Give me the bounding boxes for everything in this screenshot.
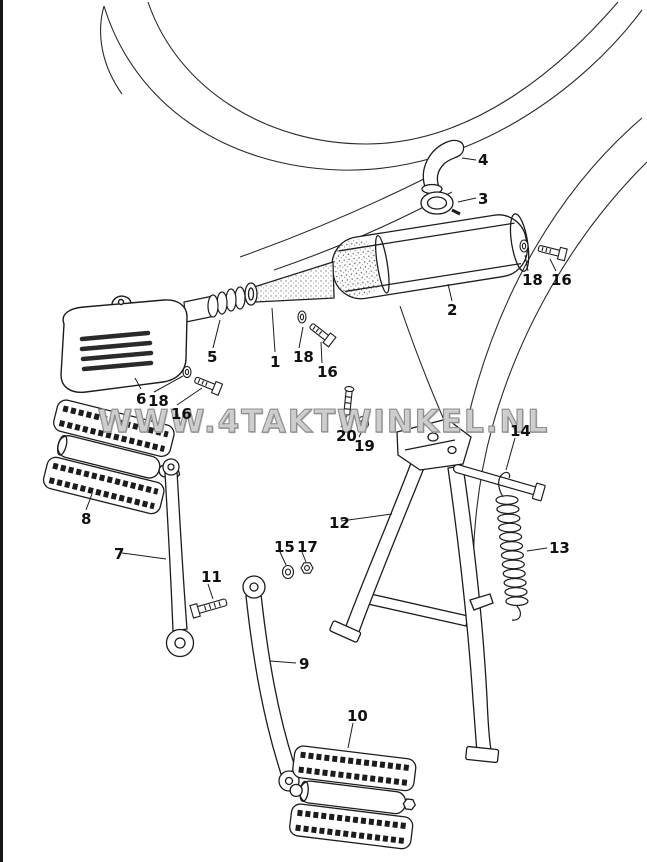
muffler: [331, 213, 530, 300]
callout-17: 17: [297, 538, 318, 556]
callout-19: 19: [354, 437, 375, 455]
stand-spring: [495, 471, 529, 621]
callout-16-shield: 16: [171, 405, 192, 423]
frame-outline: [100, 1, 647, 567]
watermark: WWW.4TAKTWINKEL.NL: [97, 403, 550, 440]
exhaust-tip: [421, 139, 465, 195]
scan-edge: [0, 0, 3, 862]
leader-lines: [85, 157, 557, 749]
exhaust-pipe: [244, 261, 335, 306]
callout-18-exhaust-right: 18: [522, 271, 543, 289]
callout-13: 13: [549, 539, 570, 557]
exhaust-joint: [183, 286, 246, 323]
callout-1: 1: [270, 353, 281, 371]
heat-shield: [60, 295, 188, 394]
callout-14: 14: [510, 422, 531, 440]
fasteners: [182, 239, 568, 431]
callout-7: 7: [114, 545, 125, 563]
exhaust-clamp: [420, 191, 461, 216]
callout-10: 10: [347, 707, 368, 725]
callout-16-pipe: 16: [317, 363, 338, 381]
callout-3: 3: [478, 190, 489, 208]
callout-8: 8: [81, 510, 92, 528]
callout-12: 12: [329, 514, 350, 532]
pedal-left: [42, 399, 181, 515]
callout-20: 20: [336, 427, 357, 445]
callout-18-pipe: 18: [293, 348, 314, 366]
callout-2: 2: [447, 301, 458, 319]
crank-fasteners: [189, 562, 314, 619]
callout-6: 6: [136, 390, 147, 408]
callout-5: 5: [207, 348, 218, 366]
callout-11: 11: [201, 568, 222, 586]
crank-arm-right: [242, 575, 300, 792]
callout-9: 9: [299, 655, 310, 673]
center-stand: [329, 418, 500, 764]
crank-arm-left: [162, 458, 195, 658]
stand-rod: [452, 464, 546, 502]
callout-16-exhaust-right: 16: [551, 271, 572, 289]
pedal-right: [289, 745, 417, 850]
callout-15: 15: [274, 538, 295, 556]
callout-18-shield: 18: [148, 392, 169, 410]
callout-4: 4: [478, 151, 489, 169]
